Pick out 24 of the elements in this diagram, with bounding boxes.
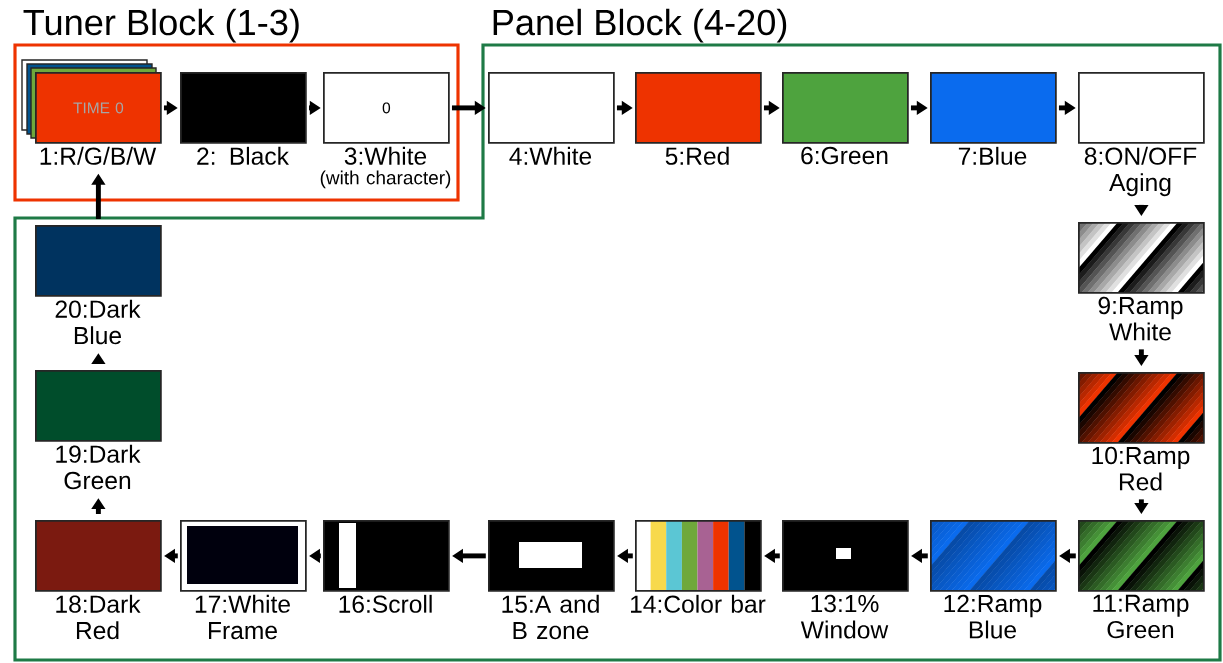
pattern-label: 2: Black: [197, 146, 289, 165]
pattern-label: 9:Ramp White: [1098, 296, 1183, 341]
pattern-label: 19:Dark Green: [56, 444, 141, 490]
pattern-label: 7:Blue: [958, 146, 1027, 165]
block-title: Panel Block (4-20): [493, 8, 787, 43]
pattern-label: 14:Color bar: [631, 594, 766, 613]
pattern-label: 10:Ramp Red: [1092, 446, 1190, 491]
pattern-label: 11:Ramp Green: [1093, 594, 1189, 639]
pattern-label: 8:ON/OFF Aging: [1084, 146, 1197, 197]
pattern-label: 5:Red: [665, 146, 729, 165]
pattern-label: 17:White Frame: [195, 594, 290, 640]
pattern-label: (with character): [320, 170, 451, 189]
pattern-label: 13:1% Window: [800, 594, 889, 639]
pattern-label: 3:White: [344, 146, 427, 165]
pattern-label: 12:Ramp Blue: [944, 594, 1042, 639]
block-title: Tuner Block (1-3): [23, 8, 299, 43]
pattern-label: 4:White: [509, 146, 592, 165]
pattern-label: 20:Dark Blue: [55, 299, 141, 345]
pattern-label: 1:R/G/B/W: [40, 146, 157, 165]
pattern-label: 18:Dark Red: [56, 594, 141, 640]
screen-text: 0: [382, 102, 391, 114]
pattern-label: 6:Green: [801, 146, 888, 165]
pattern-label: 16:Scroll: [339, 594, 432, 613]
pattern-label: 15:A and B zone: [502, 594, 599, 640]
